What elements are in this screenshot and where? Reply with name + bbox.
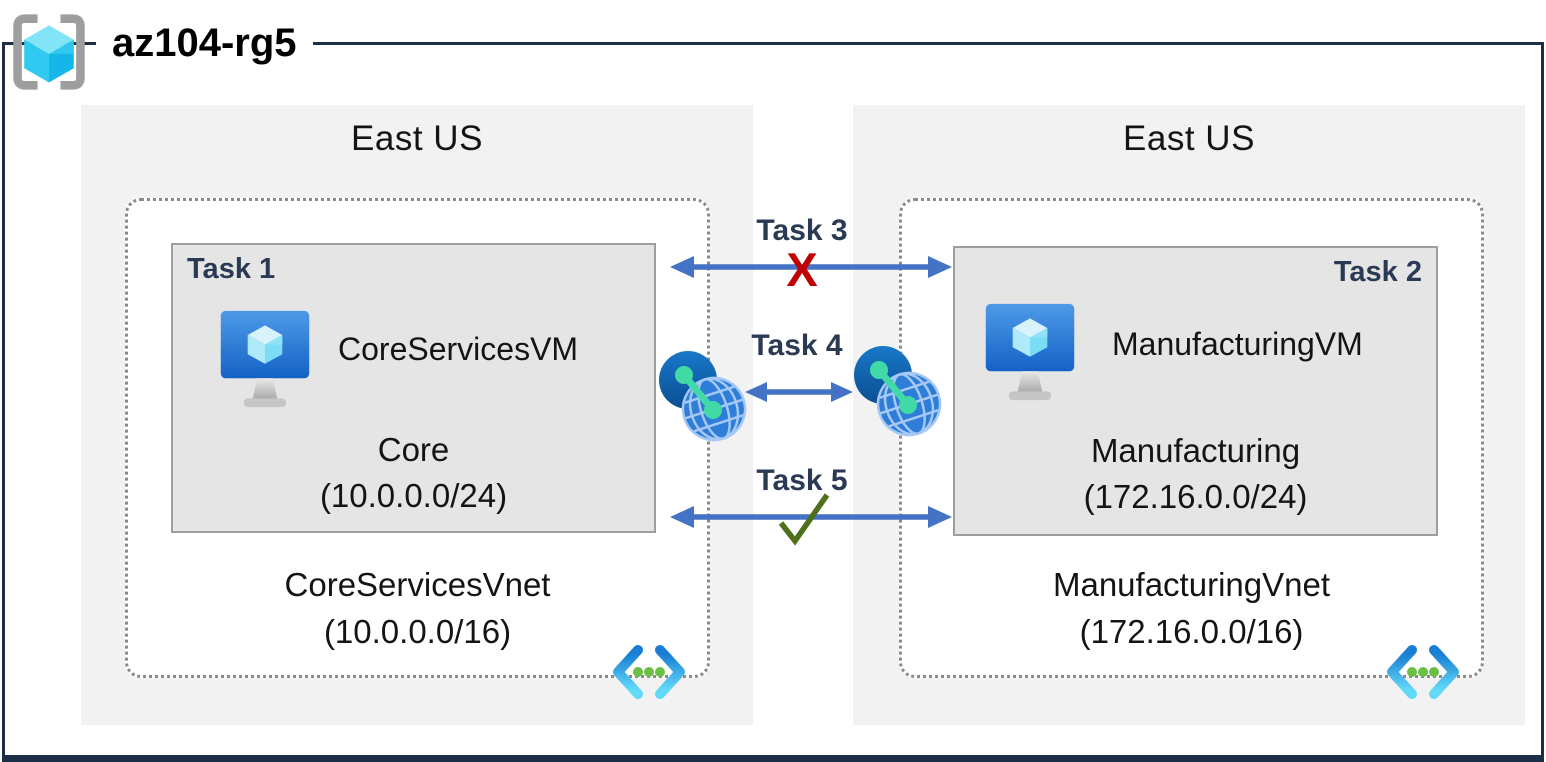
task-2-label: Task 2 — [1333, 256, 1422, 288]
vnet-name: ManufacturingVnet — [1052, 566, 1330, 603]
subnet-name: Manufacturing — [1090, 432, 1301, 469]
vm-name: CoreServicesVM — [338, 331, 579, 367]
region-left-location: East US — [351, 119, 483, 158]
subnet-name: Core — [377, 431, 450, 468]
virtual-machine-icon — [220, 310, 310, 408]
resource-group-icon — [13, 14, 85, 90]
subnet-name-block: Core (10.0.0.0/24) — [173, 427, 654, 519]
vnet-name-block: ManufacturingVnet (172.16.0.0/16) — [902, 561, 1481, 655]
virtual-network-icon — [613, 645, 685, 699]
subnet-name-block: Manufacturing (172.16.0.0/24) — [955, 428, 1436, 520]
vnet-name-block: CoreServicesVnet (10.0.0.0/16) — [128, 561, 707, 655]
vm-name: ManufacturingVM — [1112, 326, 1363, 362]
resource-group-title: az104-rg5 — [96, 14, 313, 72]
subnet-manufacturing: Task 2 ManufacturingVM — [953, 246, 1438, 536]
task-4-label: Task 4 — [751, 329, 843, 362]
resource-group-frame — [2, 42, 1544, 762]
vnet-cidr: (10.0.0.0/16) — [323, 613, 512, 650]
task-1-label: Task 1 — [187, 253, 276, 285]
subnet-cidr: (10.0.0.0/24) — [319, 477, 508, 514]
task-3-arrow — [670, 256, 952, 278]
subnet-cidr: (172.16.0.0/24) — [1083, 478, 1308, 515]
vnet-name: CoreServicesVnet — [284, 566, 551, 603]
virtual-machine-icon — [985, 303, 1075, 401]
check-mark-icon — [778, 493, 830, 546]
task-3-label: Task 3 — [756, 214, 848, 247]
x-mark-icon: X — [786, 243, 818, 296]
vnet-peering-icon — [854, 346, 942, 437]
task-5-label: Task 5 — [756, 464, 848, 497]
vnet-coreservices: Task 1 CoreServicesVM — [125, 198, 710, 699]
vnet-cidr: (172.16.0.0/16) — [1079, 613, 1304, 650]
vnet-manufacturing: Task 2 ManufacturingVM — [899, 198, 1484, 699]
vnet-peering-icon — [659, 351, 747, 442]
task-4-arrow — [745, 382, 853, 402]
region-right-location: East US — [1123, 119, 1255, 158]
virtual-network-icon — [1387, 645, 1459, 699]
subnet-core: Task 1 CoreServicesVM — [171, 243, 656, 533]
